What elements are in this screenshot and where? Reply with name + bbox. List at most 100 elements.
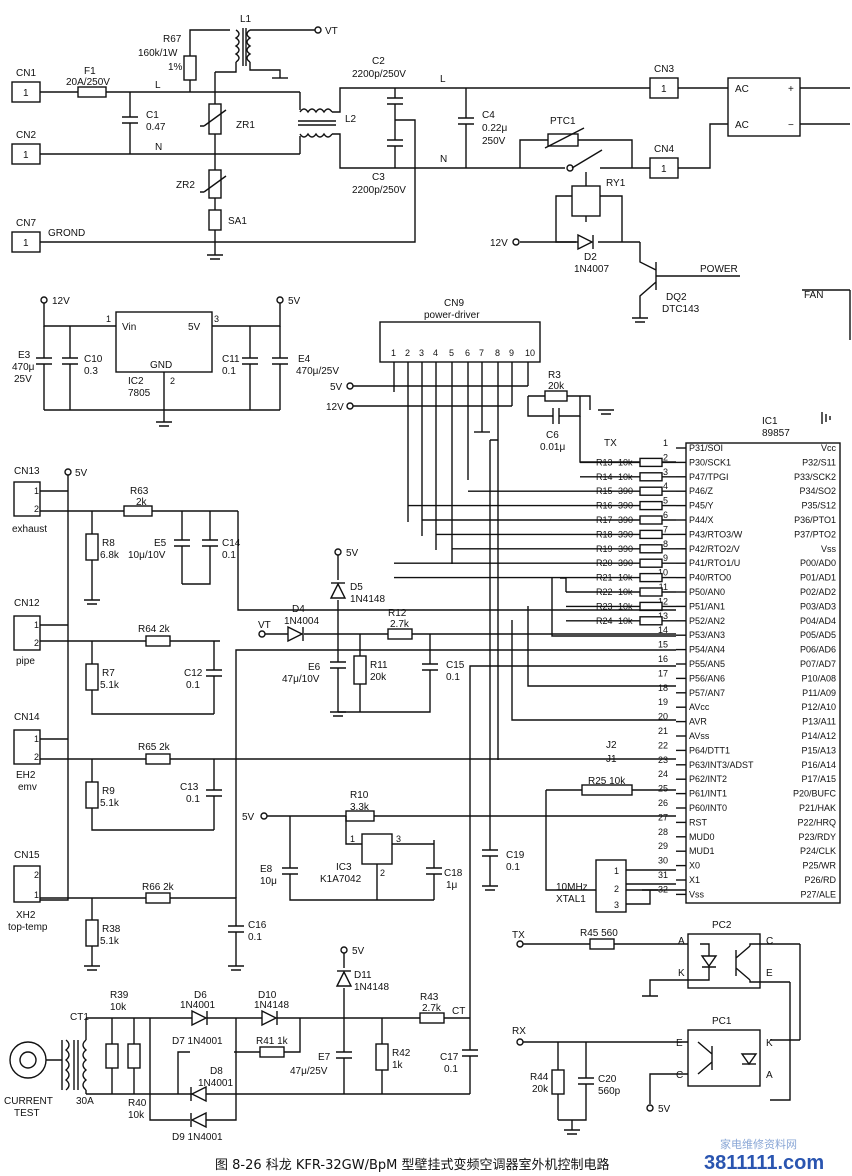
ic1-pin-left: P45/Y (689, 501, 714, 511)
svg-text:560p: 560p (598, 1086, 621, 1097)
svg-text:0.1: 0.1 (222, 550, 236, 561)
svg-text:D2: D2 (584, 252, 597, 263)
cn9-pin-6: 6 (465, 348, 470, 358)
ic1-pin-right: P34/SO2 (799, 486, 836, 496)
svg-text:160k/1W: 160k/1W (138, 48, 178, 59)
svg-text:D6: D6 (194, 990, 207, 1001)
resistor-name: R23 (596, 601, 613, 611)
resistor-name: R24 (596, 616, 613, 626)
svg-text:C1: C1 (146, 110, 159, 121)
svg-text:2: 2 (34, 752, 39, 762)
svg-text:K: K (678, 968, 685, 979)
svg-text:R65 2k: R65 2k (138, 742, 171, 753)
svg-text:5.1k: 5.1k (100, 936, 120, 947)
svg-text:1: 1 (23, 150, 29, 161)
svg-text:2: 2 (380, 868, 385, 878)
svg-text:0.01μ: 0.01μ (540, 442, 565, 453)
ic1-pin-left: P57/AN7 (689, 688, 725, 698)
ic1-pin-right: P33/SCK2 (794, 472, 836, 482)
ic1-pin-num: 16 (658, 654, 668, 664)
svg-text:C10: C10 (84, 354, 103, 365)
svg-text:10k: 10k (128, 1110, 145, 1121)
svg-text:C19: C19 (506, 850, 525, 861)
ic1-pin-num: 22 (658, 740, 668, 750)
svg-text:2: 2 (34, 504, 39, 514)
svg-text:TX: TX (604, 438, 617, 449)
resistor-value: 10k (618, 601, 633, 611)
svg-text:470μ/25V: 470μ/25V (296, 366, 339, 377)
ic1-pin-right: P25/WR (802, 861, 836, 871)
ic1-pin-num: 3 (663, 467, 668, 477)
svg-text:R10: R10 (350, 790, 369, 801)
svg-text:TEST: TEST (14, 1108, 40, 1119)
svg-text:C: C (676, 1070, 683, 1081)
svg-text:CN3: CN3 (654, 64, 674, 75)
svg-text:6.8k: 6.8k (100, 550, 120, 561)
svg-text:ZR2: ZR2 (176, 180, 195, 191)
ic1-pin-left: P63/INT3/ADST (689, 760, 754, 770)
ic1-pin-left: RST (689, 817, 708, 827)
svg-text:0.1: 0.1 (186, 794, 200, 805)
svg-text:A: A (678, 936, 685, 947)
ic1-pin-num: 6 (663, 510, 668, 520)
svg-text:pipe: pipe (16, 656, 35, 667)
svg-text:0.1: 0.1 (248, 932, 262, 943)
ic1-pin-left: P56/AN6 (689, 673, 725, 683)
ic1-pin-right: P32/S11 (802, 457, 836, 467)
svg-text:47μ/25V: 47μ/25V (290, 1066, 328, 1077)
resistor-value: 390 (618, 515, 633, 525)
svg-text:J1: J1 (606, 754, 617, 765)
ic1-pin-left: P62/INT2 (689, 774, 727, 784)
ic1-pin-left: MUD0 (689, 832, 715, 842)
svg-text:2k: 2k (136, 497, 148, 508)
ic1-pin-num: 19 (658, 697, 668, 707)
ic1-pin-num: 11 (659, 582, 668, 592)
svg-text:E7: E7 (318, 1052, 331, 1063)
svg-text:2: 2 (170, 376, 175, 386)
svg-text:POWER: POWER (700, 264, 738, 275)
svg-text:−: − (788, 120, 794, 131)
ic1-pin-left: MUD1 (689, 846, 715, 856)
ic1-pin-num: 17 (658, 668, 668, 678)
ic1-pin-num: 23 (658, 755, 668, 765)
ic1-pin-left: P41/RTO1/U (689, 558, 740, 568)
svg-text:D8: D8 (210, 1066, 223, 1077)
ic1-pin-right: P24/CLK (800, 846, 836, 856)
ic1-pin-num: 4 (663, 481, 668, 491)
svg-text:10MHz: 10MHz (556, 882, 588, 893)
resistor-name: R13 (596, 457, 613, 467)
optocoupler-section: TX R45 560 PC2 A K C E RX PC1 E C K A R4… (512, 920, 801, 1135)
svg-text:E6: E6 (308, 662, 321, 673)
svg-text:1N4148: 1N4148 (254, 1000, 289, 1011)
svg-text:5.1k: 5.1k (100, 680, 120, 691)
svg-text:D11: D11 (354, 970, 372, 981)
svg-text:exhaust: exhaust (12, 524, 47, 535)
svg-text:L: L (155, 80, 161, 91)
svg-text:FAN: FAN (804, 290, 823, 301)
resistor-r16 (639, 500, 663, 511)
resistor-name: R16 (596, 501, 613, 511)
resistor-value: 390 (618, 501, 633, 511)
svg-text:20k: 20k (532, 1084, 549, 1095)
svg-text:R67: R67 (163, 34, 182, 45)
svg-text:E: E (766, 968, 773, 979)
ic1-pin-left: P44/X (689, 515, 714, 525)
cn9-pin-10: 10 (525, 348, 535, 358)
svg-text:5.1k: 5.1k (100, 798, 120, 809)
svg-text:3.3k: 3.3k (350, 802, 370, 813)
ic1-pin-right: P26/RD (804, 875, 836, 885)
svg-text:1: 1 (23, 88, 29, 99)
svg-text:0.1: 0.1 (506, 862, 520, 873)
svg-text:C4: C4 (482, 110, 495, 121)
cn9-pin-1: 1 (391, 348, 396, 358)
ic1-pin-num: 14 (658, 625, 668, 635)
svg-text:1: 1 (23, 238, 29, 249)
ic1-pin-right: P27/ALE (800, 889, 836, 899)
svg-text:R40: R40 (128, 1098, 147, 1109)
svg-text:VT: VT (258, 620, 271, 631)
svg-text:1%: 1% (168, 62, 183, 73)
